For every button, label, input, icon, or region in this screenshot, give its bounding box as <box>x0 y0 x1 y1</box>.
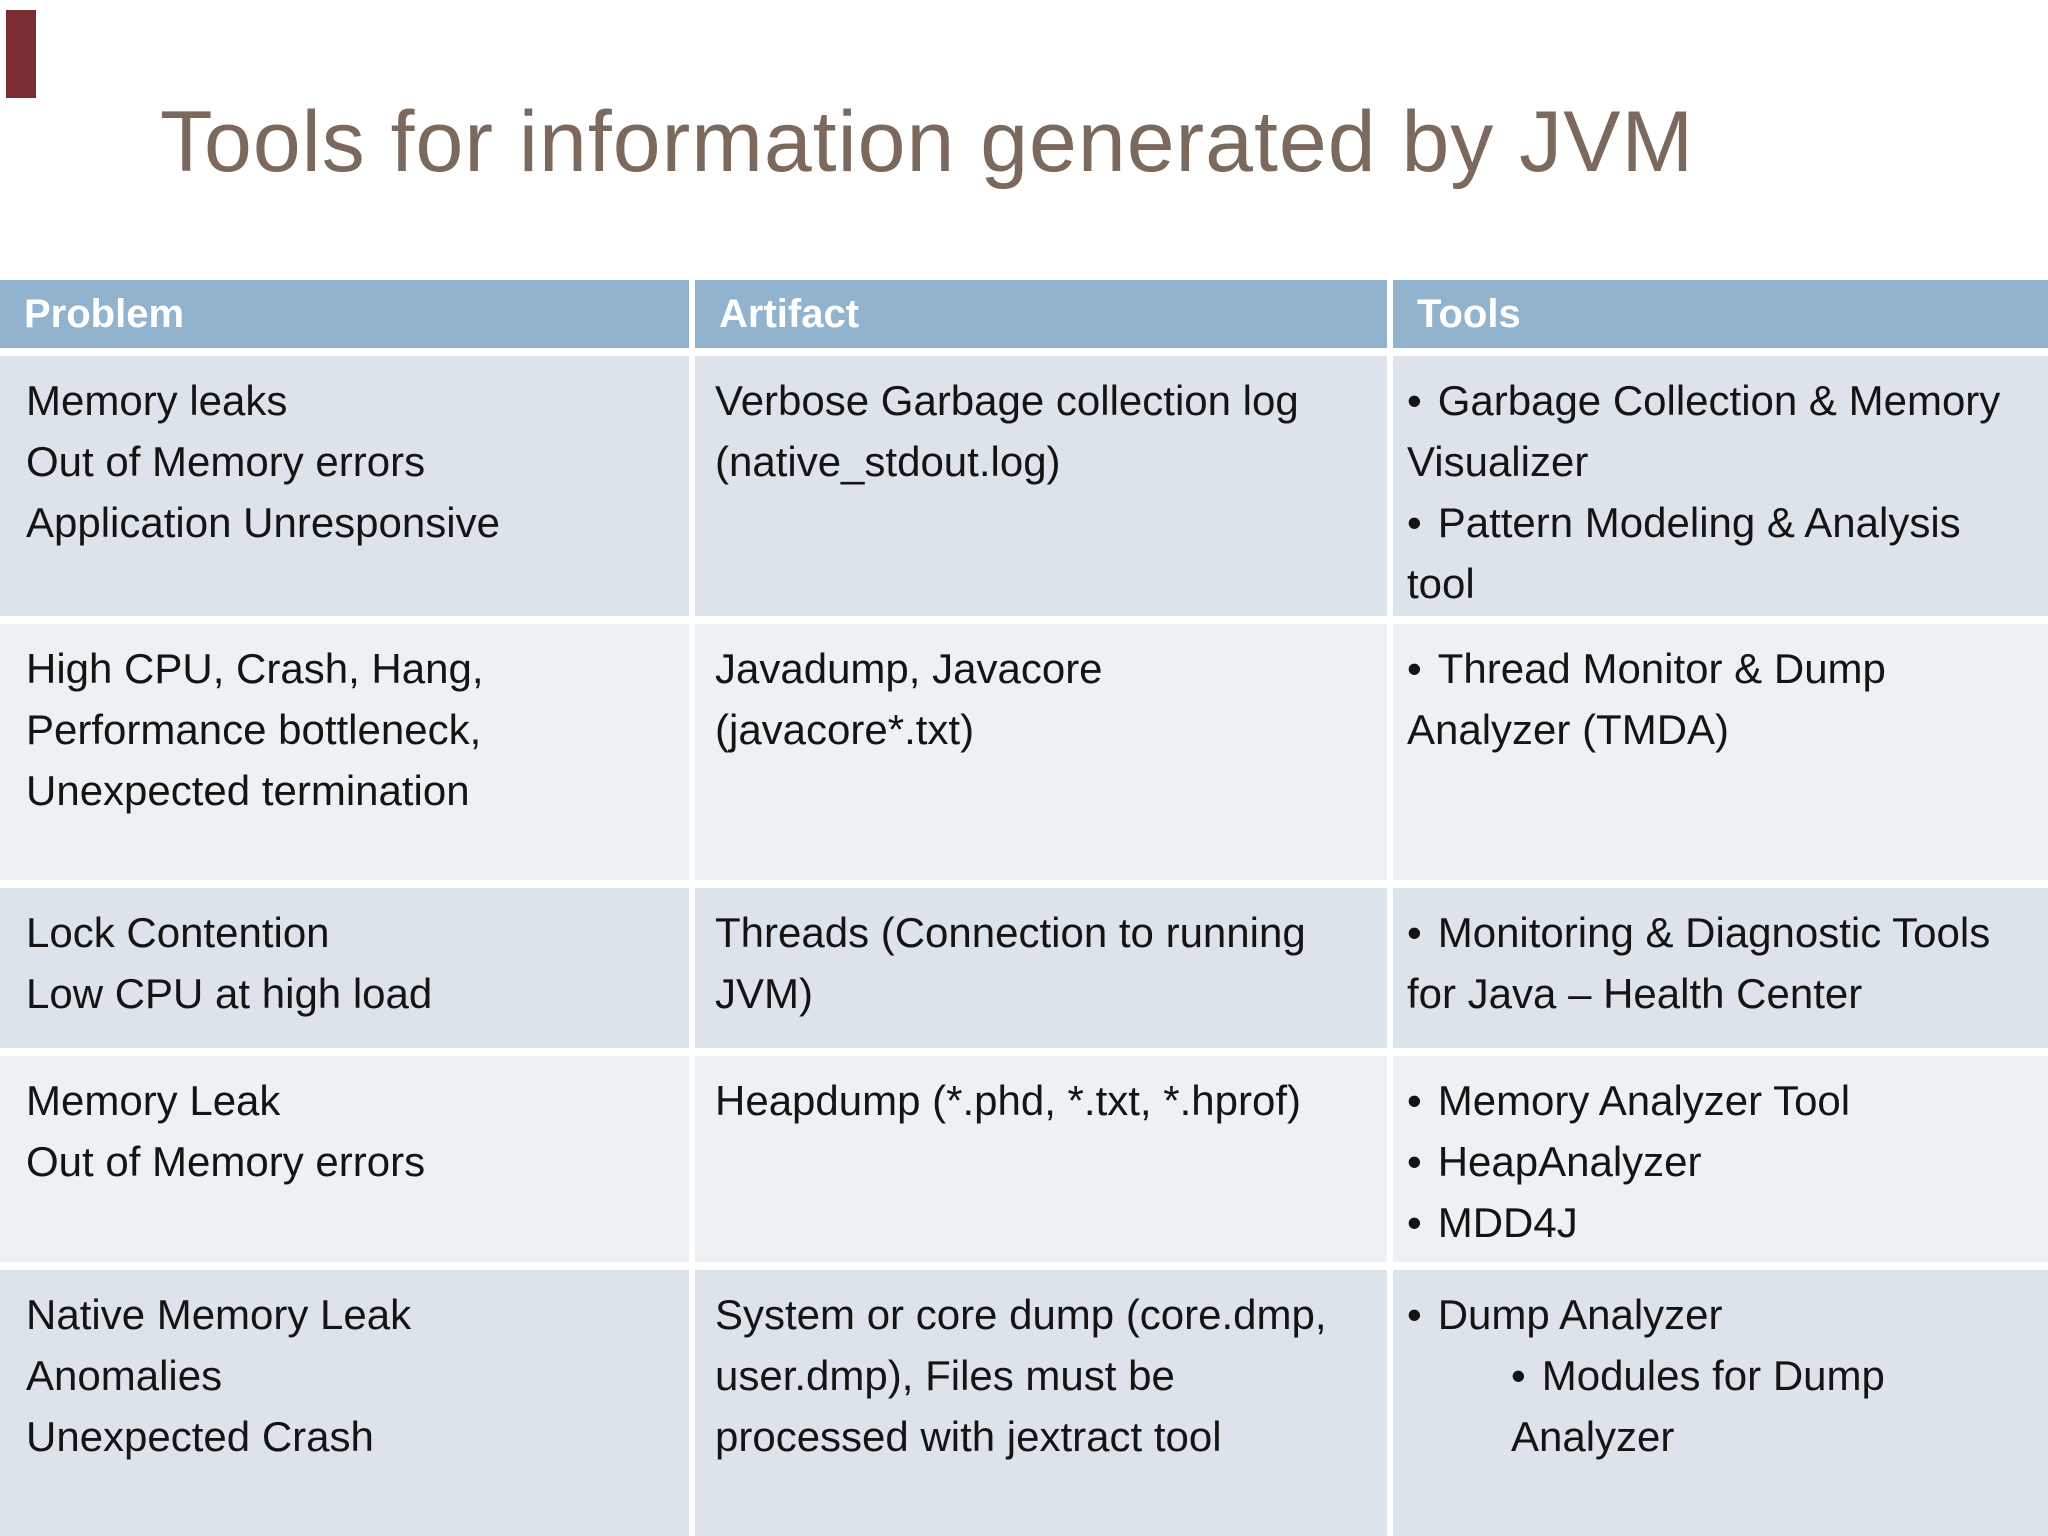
tool-item: • MDD4J <box>1407 1192 2028 1253</box>
artifact-text: Threads (Connection to running JVM) <box>715 909 1306 1017</box>
jvm-tools-table: Problem Artifact Tools Memory leaks Out … <box>0 280 2048 1536</box>
problem-line: Low CPU at high load <box>26 970 433 1017</box>
table-row-1-artifact: Verbose Garbage collection log (native_s… <box>695 356 1387 616</box>
tool-label: HeapAnalyzer <box>1437 1138 1702 1185</box>
tool-item: •Thread Monitor & Dump Analyzer (TMDA) <box>1407 638 2028 760</box>
column-header-artifact: Artifact <box>695 280 1387 348</box>
table-row-4-tools: • Memory Analyzer Tool • HeapAnalyzer • MDD… <box>1393 1056 2048 1262</box>
problem-line: Native Memory Leak <box>26 1291 412 1338</box>
problem-line: Unexpected Crash <box>26 1413 374 1460</box>
table-row-5-artifact: System or core dump (core.dmp, user.dmp)… <box>695 1270 1387 1536</box>
tool-label: Pattern Modeling & Analysis tool <box>1407 499 1961 607</box>
tool-label: Monitoring & Diagnostic Tools for Java –… <box>1407 909 1991 1017</box>
problem-line: Memory leaks <box>26 377 288 424</box>
table-row-4-artifact: Heapdump (*.phd, *.txt, *.hprof) <box>695 1056 1387 1262</box>
table-row-1-tools: •Garbage Collection & Memory Visualizer … <box>1393 356 2048 616</box>
table-row-2-problem: High CPU, Crash, Hang, Performance bottl… <box>0 624 689 880</box>
tool-item: • Memory Analyzer Tool <box>1407 1070 2028 1131</box>
problem-line: Memory Leak <box>26 1077 281 1124</box>
table-row-3-tools: •Monitoring & Diagnostic Tools for Java … <box>1393 888 2048 1048</box>
table-row-1-problem: Memory leaks Out of Memory errors Applic… <box>0 356 689 616</box>
bullet-icon: • <box>1407 1138 1422 1185</box>
bullet-icon: • <box>1511 1352 1526 1399</box>
table-row-5-tools: •Dump Analyzer •Modules for Dump Analyze… <box>1393 1270 2048 1536</box>
problem-line: Application Unresponsive <box>26 499 500 546</box>
tool-item: •Garbage Collection & Memory Visualizer <box>1407 370 2028 492</box>
artifact-text: Verbose Garbage collection log (native_s… <box>715 377 1299 485</box>
problem-line: Out of Memory errors <box>26 1138 426 1185</box>
bullet-icon: • <box>1407 377 1422 424</box>
tool-label: Modules for Dump Analyzer <box>1511 1352 1885 1460</box>
column-header-tools: Tools <box>1393 280 2048 348</box>
problem-line: Anomalies <box>26 1352 223 1399</box>
problem-line: Unexpected termination <box>26 767 470 814</box>
tool-label: MDD4J <box>1437 1199 1578 1246</box>
table-row-4-problem: Memory Leak Out of Memory errors <box>0 1056 689 1262</box>
tool-label: Dump Analyzer <box>1437 1291 1723 1338</box>
artifact-text: System or core dump (core.dmp, user.dmp)… <box>715 1291 1327 1460</box>
tool-label: Memory Analyzer Tool <box>1437 1077 1851 1124</box>
problem-line: Lock Contention <box>26 909 330 956</box>
tool-item: • Dump Analyzer <box>1407 1284 2028 1345</box>
tool-label: Thread Monitor & Dump Analyzer (TMDA) <box>1407 645 1886 753</box>
bullet-icon: • <box>1407 1291 1422 1338</box>
problem-line: Performance bottleneck, <box>26 706 482 753</box>
tool-item-sub: •Modules for Dump Analyzer <box>1511 1345 2028 1467</box>
tool-label: Garbage Collection & Memory Visualizer <box>1407 377 2001 485</box>
tool-item: •Pattern Modeling & Analysis tool <box>1407 492 2028 614</box>
table-row-2-tools: •Thread Monitor & Dump Analyzer (TMDA) <box>1393 624 2048 880</box>
table-row-3-problem: Lock Contention Low CPU at high load <box>0 888 689 1048</box>
bullet-icon: • <box>1407 645 1422 692</box>
artifact-text: Javadump, Javacore (javacore*.txt) <box>715 645 1103 753</box>
bullet-icon: • <box>1407 1199 1422 1246</box>
accent-bar <box>6 10 36 98</box>
bullet-icon: • <box>1407 909 1422 956</box>
bullet-icon: • <box>1407 1077 1422 1124</box>
column-header-problem: Problem <box>0 280 689 348</box>
tool-item: •Monitoring & Diagnostic Tools for Java … <box>1407 902 2028 1024</box>
page-title: Tools for information generated by JVM <box>160 94 1695 190</box>
problem-line: High CPU, Crash, Hang, <box>26 645 484 692</box>
artifact-text: Heapdump (*.phd, *.txt, *.hprof) <box>715 1077 1301 1124</box>
problem-line: Out of Memory errors <box>26 438 426 485</box>
tool-item: • HeapAnalyzer <box>1407 1131 2028 1192</box>
table-row-3-artifact: Threads (Connection to running JVM) <box>695 888 1387 1048</box>
bullet-icon: • <box>1407 499 1422 546</box>
table-row-2-artifact: Javadump, Javacore (javacore*.txt) <box>695 624 1387 880</box>
table-row-5-problem: Native Memory Leak Anomalies Unexpected … <box>0 1270 689 1536</box>
